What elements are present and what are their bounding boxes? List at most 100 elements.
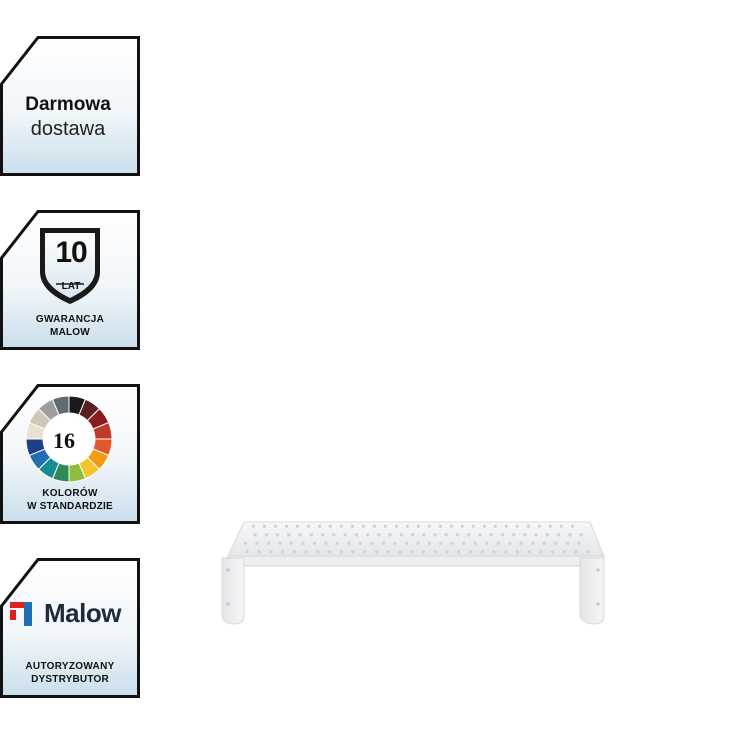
perforation-hole xyxy=(433,550,437,554)
perforation-hole xyxy=(287,533,291,537)
perforation-hole xyxy=(559,524,563,528)
perforation-hole xyxy=(574,550,578,554)
brand-name: Malow xyxy=(44,598,121,628)
color-swatch xyxy=(51,395,70,416)
perforation-hole xyxy=(351,550,355,554)
warranty-years: 10 xyxy=(55,236,87,269)
perforation-hole xyxy=(457,550,461,554)
perforation-hole xyxy=(244,541,247,545)
perforation-hole xyxy=(252,524,255,528)
perforation-hole xyxy=(350,524,354,528)
perforation-hole xyxy=(328,550,332,554)
perforation-hole xyxy=(264,533,268,537)
warranty-caption: GWARANCJA xyxy=(35,314,105,325)
perforation-hole xyxy=(570,524,574,528)
color-wheel-icon xyxy=(25,395,113,483)
perforation-hole xyxy=(444,533,448,537)
perforation-hole xyxy=(411,533,414,537)
perforation-hole xyxy=(568,533,572,537)
perforation-hole xyxy=(324,541,328,545)
perforation-hole xyxy=(493,524,497,528)
perforation-hole xyxy=(512,533,516,537)
perforated-shelf-image xyxy=(221,521,605,625)
perforation-hole xyxy=(539,550,543,554)
perforation-hole xyxy=(388,533,392,537)
perforation-hole xyxy=(478,533,482,537)
perforation-hole xyxy=(267,541,270,545)
perforation-hole xyxy=(586,550,590,554)
perforation-hole xyxy=(439,541,443,545)
perforation-hole xyxy=(399,533,403,537)
perforation-hole xyxy=(500,533,504,537)
perforation-hole xyxy=(298,533,302,537)
perforation-hole xyxy=(445,550,449,554)
perforation-hole xyxy=(307,524,310,528)
perforation-hole xyxy=(416,541,420,545)
perforation-hole xyxy=(489,533,493,537)
badge-frame xyxy=(0,558,140,698)
perforation-hole xyxy=(292,550,296,554)
perforation-hole xyxy=(438,524,442,528)
perforation-hole xyxy=(339,524,343,528)
shield-icon xyxy=(40,228,100,304)
perforation-hole xyxy=(290,541,293,545)
distributor-subcaption: DYSTRYBUTOR xyxy=(31,674,109,685)
perforation-hole xyxy=(257,550,261,554)
perforation-hole xyxy=(531,541,535,545)
perforation-hole xyxy=(526,524,530,528)
perforation-hole xyxy=(253,533,257,537)
perforation-hole xyxy=(375,550,378,554)
perforation-hole xyxy=(469,550,472,554)
perforation-hole xyxy=(332,533,336,537)
perforation-hole xyxy=(496,541,500,545)
perforation-hole xyxy=(363,550,367,554)
perforation-hole xyxy=(370,541,374,545)
malow-logo-icon xyxy=(10,602,32,626)
perforation-hole xyxy=(515,524,519,528)
perforation-hole xyxy=(422,550,425,554)
perforation-hole xyxy=(565,541,569,545)
perforation-hole xyxy=(278,541,282,545)
color-wheel-center xyxy=(44,414,94,464)
perforation-hole xyxy=(405,524,409,528)
perforation-hole xyxy=(361,524,365,528)
perforation-hole xyxy=(316,550,320,554)
perforation-hole xyxy=(508,541,512,545)
perforation-hole xyxy=(551,550,555,554)
perforation-hole xyxy=(542,541,546,545)
color-count: 16 xyxy=(53,428,75,453)
perforation-hole xyxy=(422,533,426,537)
perforation-hole xyxy=(515,550,519,554)
perforation-hole xyxy=(504,550,508,554)
perforation-hole xyxy=(274,524,277,528)
perforation-hole xyxy=(433,533,437,537)
perforation-hole xyxy=(372,524,376,528)
perforation-hole xyxy=(467,533,471,537)
perforation-hole xyxy=(358,541,362,545)
perforation-hole xyxy=(393,541,397,545)
perforation-hole xyxy=(276,533,280,537)
perforation-hole xyxy=(281,550,285,554)
perforation-hole xyxy=(386,550,390,554)
perforation-hole xyxy=(383,524,387,528)
delivery-title: Darmowa xyxy=(25,94,111,115)
distributor-badge: Malow AUTORYZOWANY DYSTRYBUTOR xyxy=(0,558,140,698)
perforation-hole xyxy=(460,524,464,528)
perforation-hole xyxy=(269,550,273,554)
perforation-hole xyxy=(449,524,453,528)
perforation-hole xyxy=(296,524,299,528)
perforation-hole xyxy=(462,541,466,545)
perforation-hole xyxy=(579,533,583,537)
warranty-unit: LAT xyxy=(61,281,81,292)
perforation-hole xyxy=(537,524,541,528)
perforation-hole xyxy=(562,550,566,554)
perforation-hole xyxy=(427,541,431,545)
perforation-hole xyxy=(456,533,459,537)
perforation-hole xyxy=(347,541,351,545)
perforation-hole xyxy=(309,533,313,537)
perforation-hole xyxy=(416,524,420,528)
perforation-hole xyxy=(404,541,408,545)
perforation-hole xyxy=(335,541,339,545)
perforation-hole xyxy=(321,533,325,537)
distributor-caption: AUTORYZOWANY xyxy=(25,661,115,672)
